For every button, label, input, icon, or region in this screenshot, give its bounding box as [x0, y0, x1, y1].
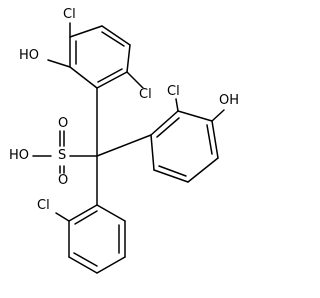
bond-c4-c5 [68, 256, 98, 274]
bond-b1-b2-inner [156, 117, 180, 138]
bond-b5-b6-inner [158, 165, 187, 177]
bond-central-b1 [96, 134, 152, 157]
bond-a5-a6 [101, 25, 131, 46]
bond-b5-b6 [153, 169, 189, 183]
bond-c3-c4 [96, 256, 126, 274]
bond-b3-b4 [211, 120, 219, 159]
bond-a5-a6-inner [101, 31, 125, 47]
atom-label-cl-ring-c: Cl [36, 198, 51, 213]
atom-label-oh-ring-b: OH [218, 93, 241, 108]
bond-b1-b2 [150, 110, 179, 136]
bond-c4-c5-inner [73, 252, 98, 267]
bond-a4-a5 [126, 44, 131, 73]
atom-label-o-lower: O [57, 173, 70, 188]
bond-b3-b4-inner [206, 124, 213, 155]
bond-b2-cl [175, 98, 179, 112]
molecule-canvas: Cl HO Cl Cl OH O S O HO Cl [8, 7, 241, 274]
bond-c6-c1-inner [74, 210, 98, 225]
atom-label-o-upper: O [57, 116, 70, 131]
bond-b2-b3 [177, 110, 213, 122]
atom-label-ho-upper-left: HO [18, 48, 41, 63]
bond-a4-cl [126, 71, 144, 89]
bond-c6-c1 [68, 204, 98, 222]
bond-a2-a3 [69, 66, 98, 89]
bond-c1-c2 [96, 204, 126, 222]
bond-b4-b5 [187, 157, 219, 183]
bond-b6-b1 [150, 134, 155, 171]
bond-b3-oh [211, 109, 225, 122]
atom-label-cl-ring-a: Cl [138, 87, 153, 102]
bond-a3-a4-inner [97, 68, 123, 83]
atom-label-ho-acid: HO [8, 148, 31, 163]
atom-label-sulfur: S [57, 148, 68, 163]
bond-a3-a4 [96, 71, 128, 89]
bond-layer [32, 22, 225, 274]
atom-label-cl-ring-b: Cl [166, 84, 181, 99]
bond-a6-a1 [69, 25, 103, 38]
bond-a2-oh [47, 59, 71, 68]
bond-c6-cl [55, 212, 70, 222]
atom-label-cl-top: Cl [62, 7, 77, 22]
